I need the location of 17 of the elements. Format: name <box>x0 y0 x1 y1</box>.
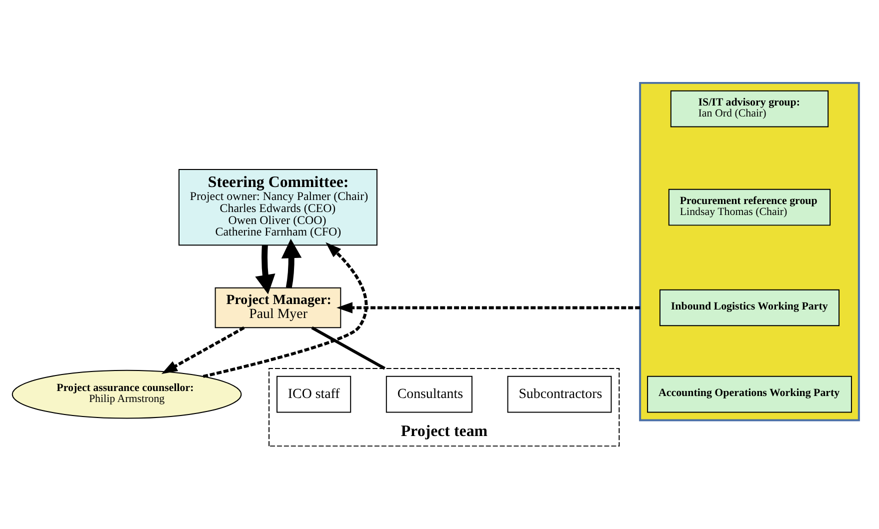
node-box: IS/IT advisory group: Ian Ord (Chair) <box>670 90 829 128</box>
node-box: Accounting Operations Working Party <box>647 376 852 413</box>
node-box: Consultants <box>386 376 472 413</box>
arrow <box>336 302 640 314</box>
node-box: ICO staff <box>276 376 352 413</box>
arrow <box>161 326 245 374</box>
node-box: Subcontractors <box>507 376 612 413</box>
node-ellipse: Project assurance counsellor: Philip Armstrong <box>12 370 242 419</box>
arrow <box>255 245 276 294</box>
arrow <box>281 238 302 288</box>
node-box: Steering Committee: Project owner: Nancy Palmer (Chair) Charles Edwards (CEO) Owen Oliver (COO) Catherine Farnham (CFO) <box>178 168 378 246</box>
node-box: Procurement reference group Lindsay Thomas (Chair) <box>668 188 831 226</box>
cluster <box>639 82 860 422</box>
arrow <box>202 242 368 378</box>
connector <box>311 326 386 370</box>
node-box: Inbound Logistics Working Party <box>659 289 840 326</box>
node-box: Project Manager: Paul Myer <box>214 287 342 328</box>
